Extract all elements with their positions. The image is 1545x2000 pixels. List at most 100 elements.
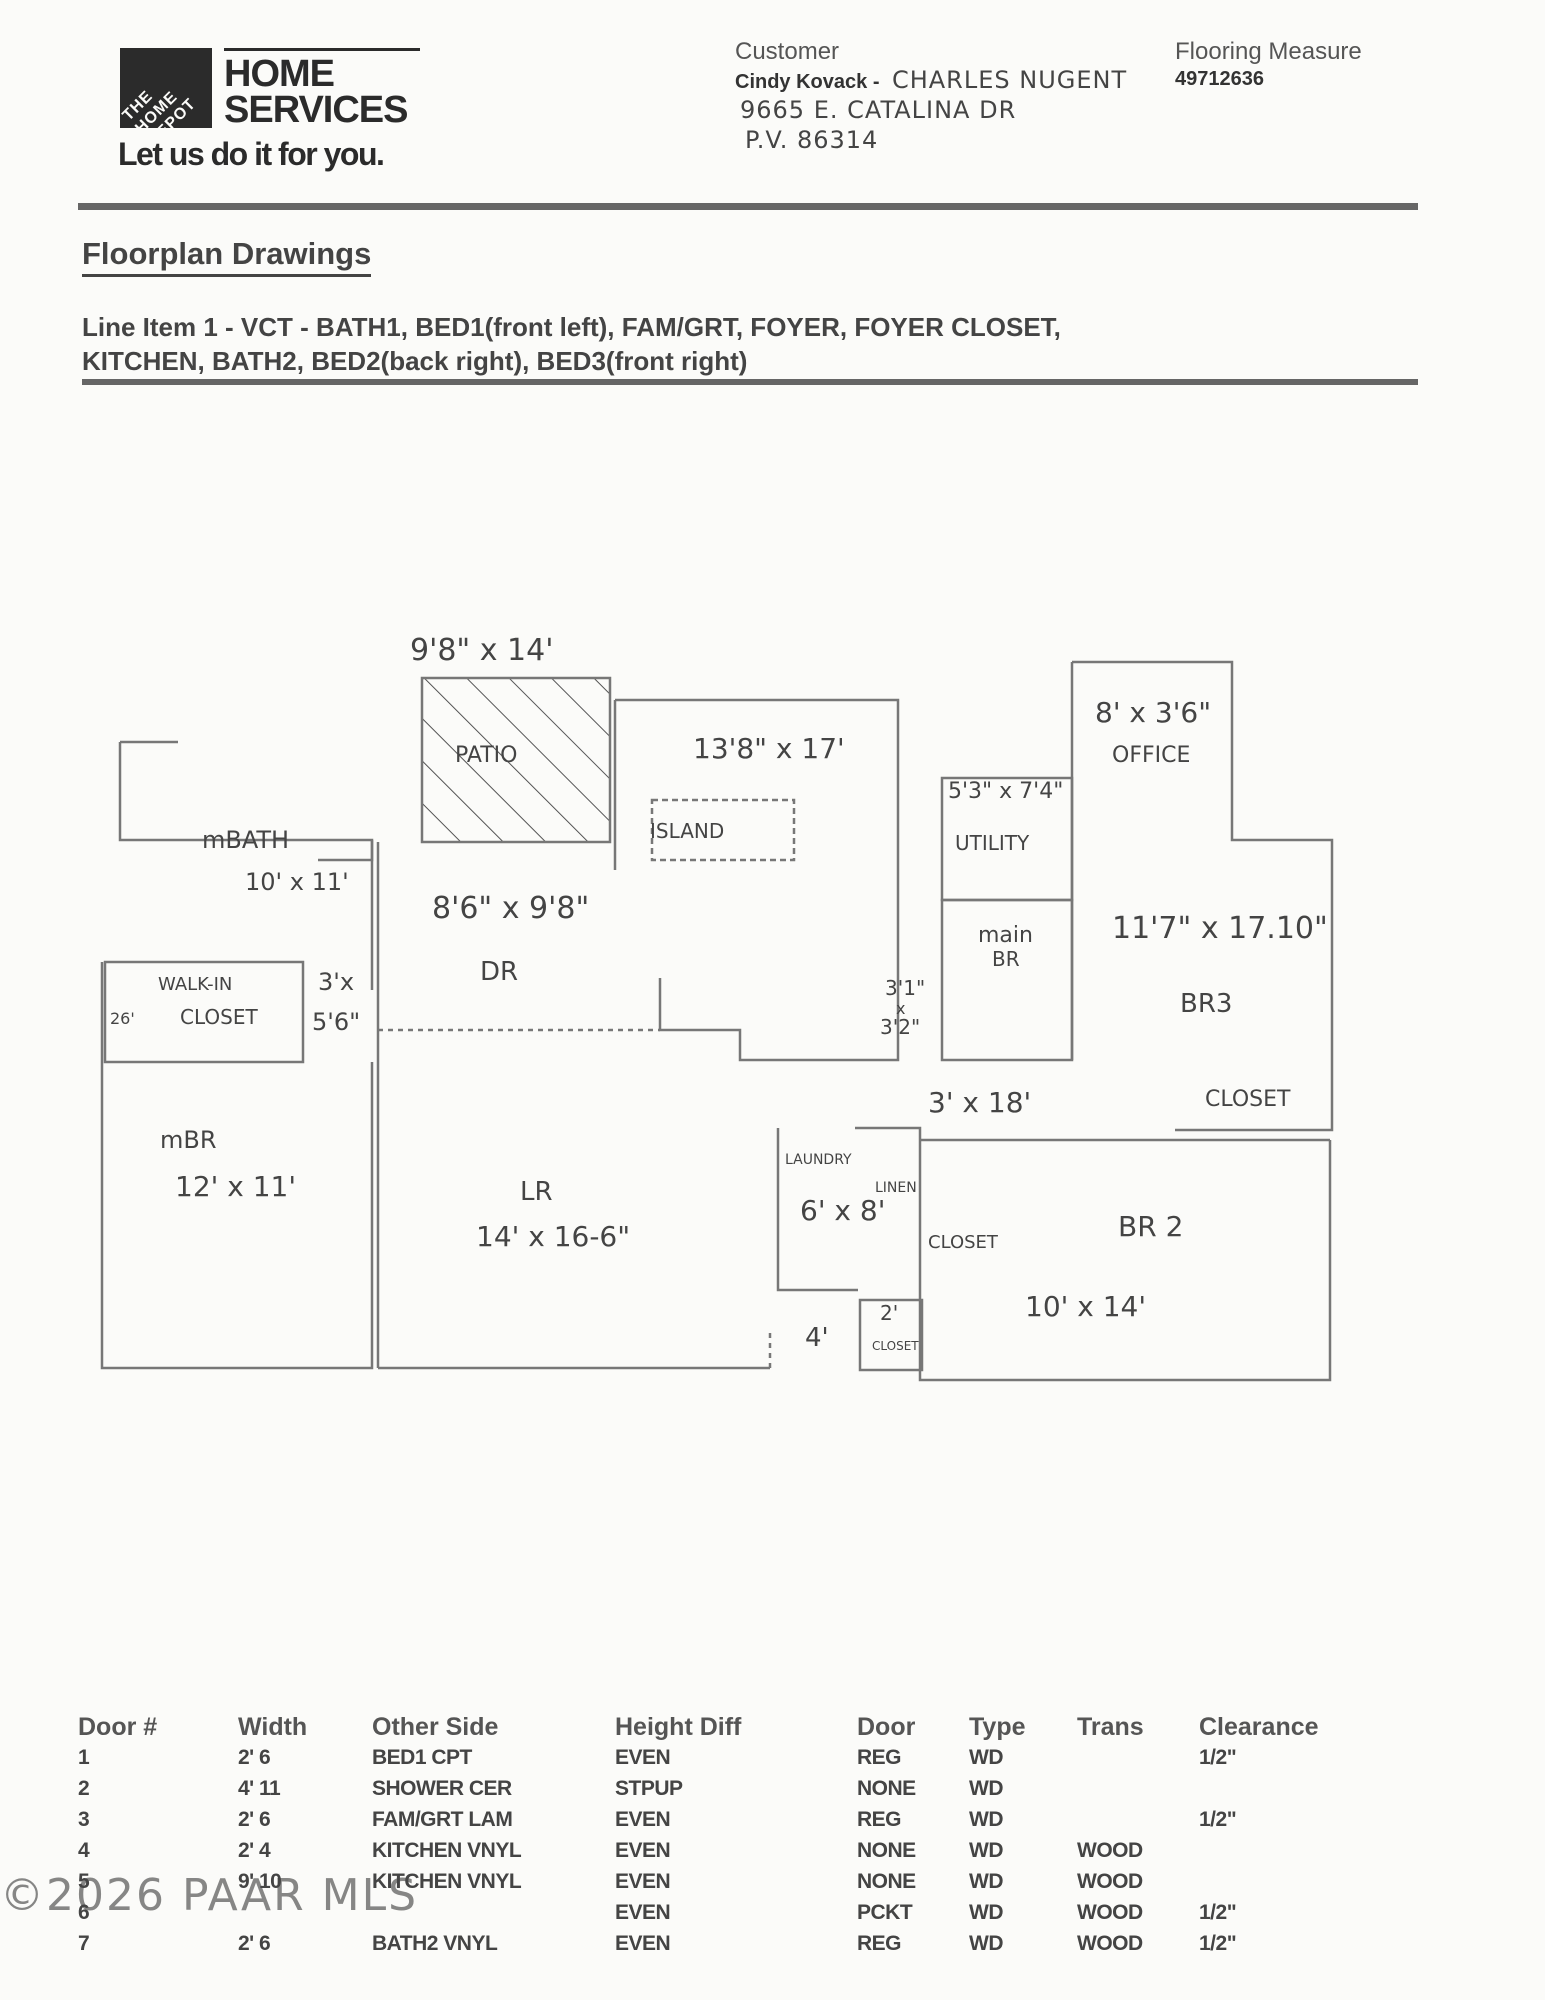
cell: 2' 6: [238, 1745, 271, 1769]
home-depot-logo: THE HOME DEPOT: [120, 48, 212, 150]
doors-table: Door # Width Other Side Height Diff Door…: [78, 1708, 1359, 1959]
cell: WOOD: [1077, 1931, 1143, 1955]
br3-dims: 11'7" x 17.10": [1112, 911, 1328, 946]
br2-label: BR 2: [1118, 1210, 1183, 1243]
cell: WOOD: [1077, 1838, 1143, 1862]
closet-label: CLOSET: [1205, 1087, 1291, 1112]
main-br-label-2: BR: [992, 947, 1020, 971]
hall-dims-c: 3'2": [880, 1015, 920, 1039]
patio-dims: 9'8" x 14': [410, 633, 553, 668]
col-width: Width: [238, 1713, 308, 1741]
br2-dims: 10' x 14': [1025, 1290, 1146, 1323]
main-br-label-1: main: [978, 923, 1033, 948]
col-height-diff: Height Diff: [615, 1713, 742, 1741]
laundry-label: LAUNDRY: [785, 1152, 852, 1168]
mbr-dims: 12' x 11': [175, 1170, 296, 1203]
col-trans: Trans: [1077, 1713, 1144, 1741]
cell: WD: [969, 1838, 1004, 1862]
cell: NONE: [857, 1838, 916, 1862]
floorplan-drawing: 9'8" x 14' PATIO 13'8" x 17' ISLAND 5'3"…: [100, 633, 1334, 1382]
cell: 4' 11: [238, 1776, 281, 1800]
cell: WD: [969, 1776, 1004, 1800]
br3-label: BR3: [1180, 989, 1232, 1019]
cell: WOOD: [1077, 1900, 1143, 1924]
cell: 2: [78, 1776, 90, 1800]
office-label: OFFICE: [1112, 743, 1190, 768]
cell: BED1 CPT: [372, 1745, 472, 1769]
cell: 1/2": [1199, 1807, 1237, 1831]
cell: 1/2": [1199, 1745, 1237, 1769]
cell: 9' 10: [238, 1869, 282, 1893]
doors-table-header: Door # Width Other Side Height Diff Door…: [78, 1708, 1359, 1742]
cell: 2' 6: [238, 1931, 271, 1955]
cell: 5: [78, 1869, 90, 1893]
utility-label: UTILITY: [955, 831, 1030, 855]
brand-rule: [224, 48, 420, 51]
linen-label: LINEN: [875, 1180, 917, 1196]
cell: 1/2": [1199, 1931, 1237, 1955]
cell: EVEN: [615, 1900, 671, 1924]
customer-line: Cindy Kovack - CHARLES NUGENT: [735, 66, 1127, 94]
mbath-dims: 10' x 11': [245, 868, 349, 896]
utility-dims: 5'3" x 7'4": [948, 779, 1063, 804]
header-rule: [78, 203, 1418, 210]
linen-closet-label: CLOSET: [928, 1232, 999, 1253]
walkin-dims-a: 3'x: [318, 968, 354, 996]
cell: FAM/GRT LAM: [372, 1807, 513, 1831]
measure-number: 49712636: [1175, 68, 1264, 90]
cell: [1199, 1866, 1359, 1897]
walkin-label-2: CLOSET: [180, 1005, 258, 1029]
line-item-text-2: KITCHEN, BATH2, BED2(back right), BED3(f…: [82, 346, 748, 376]
cell: BATH2 VNYL: [372, 1931, 498, 1955]
cell: [1077, 1804, 1199, 1835]
col-other-side: Other Side: [372, 1713, 499, 1741]
cell: REG: [857, 1931, 902, 1955]
dr-label: DR: [480, 957, 518, 987]
floorplan-walls: [100, 660, 1334, 1382]
cell: STPUP: [615, 1776, 683, 1800]
cell: 2' 6: [238, 1807, 271, 1831]
cell: PCKT: [857, 1900, 913, 1924]
island-label: ISLAND: [650, 819, 724, 843]
walkin-dims-b: 5'6": [312, 1008, 360, 1036]
lr-label: LR: [520, 1177, 553, 1207]
lr-dims: 14' x 16-6": [476, 1220, 630, 1253]
cell: WD: [969, 1745, 1004, 1769]
cell: EVEN: [615, 1869, 671, 1893]
cell: EVEN: [615, 1838, 671, 1862]
cell: REG: [857, 1807, 902, 1831]
cell: WD: [969, 1931, 1004, 1955]
walkin-label-1: WALK-IN: [158, 974, 232, 995]
cell: 6: [78, 1900, 90, 1924]
section-title: Floorplan Drawings: [82, 236, 372, 277]
address-line2: P.V. 86314: [745, 126, 879, 154]
line-item-text-1: Line Item 1 - VCT - BATH1, BED1(front le…: [82, 312, 1061, 342]
cell: [1199, 1835, 1359, 1866]
measure-label: Flooring Measure: [1175, 38, 1362, 65]
cell: EVEN: [615, 1745, 671, 1769]
cell: EVEN: [615, 1931, 671, 1955]
col-type: Type: [969, 1713, 1026, 1741]
dim-4: 4': [805, 1323, 829, 1353]
small-closet-label: CLOSET: [872, 1339, 919, 1353]
cell: WD: [969, 1900, 1004, 1924]
dr-dims: 8'6" x 9'8": [432, 891, 589, 926]
kitchen-dims: 13'8" x 17': [693, 732, 845, 765]
office-dims: 8' x 3'6": [1095, 696, 1211, 729]
cell: 1: [78, 1745, 90, 1769]
mls-watermark: ©2026 PAAR MLS: [0, 1870, 419, 1921]
cell: 3: [78, 1807, 90, 1831]
col-door-number: Door #: [78, 1713, 158, 1741]
hall-dims-b: x: [896, 999, 905, 1018]
closet-side-dim: 26': [110, 1009, 135, 1028]
cell: [1077, 1773, 1199, 1804]
col-clearance: Clearance: [1199, 1713, 1319, 1741]
hall-dims: 3' x 18': [928, 1086, 1031, 1119]
cell: NONE: [857, 1776, 916, 1800]
customer-name: Cindy Kovack -: [735, 71, 880, 93]
